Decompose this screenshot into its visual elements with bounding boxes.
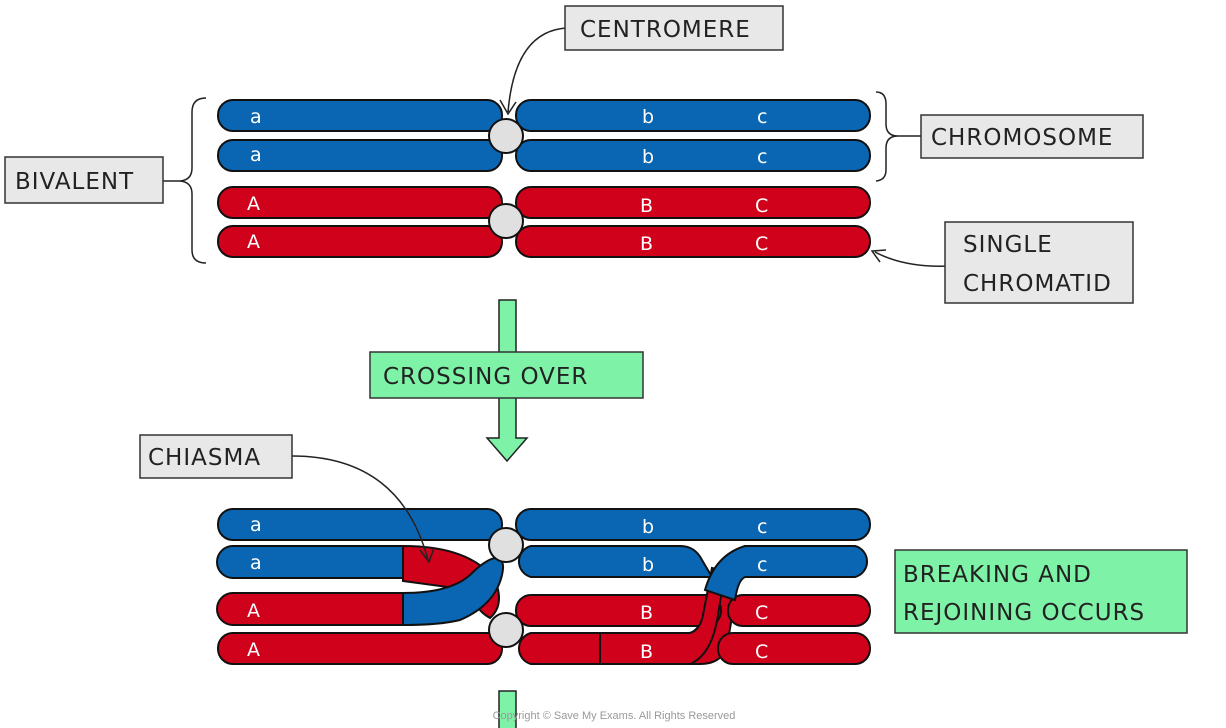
top-bivalent	[217, 99, 871, 258]
chromatid-blue-1-right	[515, 508, 871, 541]
gene-C: C	[755, 233, 768, 255]
gene-a: a	[250, 552, 262, 574]
gene-c: c	[757, 146, 767, 168]
centromere-blue	[488, 527, 524, 563]
chiasma-label: CHIASMA	[139, 434, 293, 479]
svg-text:BREAKING AND: BREAKING AND	[903, 562, 1092, 588]
gene-c: c	[757, 106, 767, 128]
chromatid-red-1-right-c	[727, 594, 871, 627]
centromere-label: CENTROMERE	[564, 5, 784, 51]
gene-C: C	[755, 602, 768, 624]
gene-a: a	[250, 106, 262, 128]
crossover-red-right	[599, 566, 727, 665]
gene-c: c	[757, 554, 767, 576]
gene-b: b	[642, 516, 654, 538]
gene-A: A	[247, 231, 260, 253]
chromatid-blue-1-right	[515, 99, 871, 132]
svg-text:REJOINING OCCURS: REJOINING OCCURS	[903, 600, 1145, 626]
gene-c: c	[757, 516, 767, 538]
single-chromatid-pointer	[870, 249, 951, 267]
crossover-blue-segment	[402, 556, 505, 627]
chromatid-blue-1-left	[217, 99, 503, 132]
gene-a: a	[250, 144, 262, 166]
gene-B: B	[640, 233, 653, 255]
gene-C: C	[755, 195, 768, 217]
chromatid-blue-2-right	[515, 139, 871, 172]
gene-b: b	[642, 106, 654, 128]
chromatid-red-2-right	[515, 225, 871, 258]
gene-A: A	[247, 600, 260, 622]
chromatid-blue-2-right-c	[703, 545, 868, 602]
copyright-text: Copyright © Save My Exams. All Rights Re…	[493, 710, 736, 722]
chromatid-red-1-right-b	[515, 594, 722, 627]
gene-B: B	[640, 602, 653, 624]
chromosome-label: CHROMOSOME	[920, 114, 1144, 159]
centromere-red	[488, 203, 524, 239]
gene-b: b	[642, 146, 654, 168]
gene-A: A	[247, 193, 260, 215]
svg-text:CHROMOSOME: CHROMOSOME	[931, 125, 1113, 151]
chromatid-red-1-left	[217, 186, 503, 219]
chromatid-red-2-right-c	[717, 632, 871, 665]
chromatid-red-1-left	[216, 592, 404, 626]
chromatid-blue-2-left	[216, 545, 404, 579]
centromere-red	[488, 612, 524, 648]
crossing-over-label: CROSSING OVER	[369, 351, 644, 399]
svg-text:CHIASMA: CHIASMA	[148, 445, 261, 471]
chromatid-red-1-right	[515, 186, 871, 219]
gene-b: b	[642, 554, 654, 576]
svg-text:SINGLE: SINGLE	[963, 232, 1053, 258]
gene-B: B	[640, 641, 653, 663]
gene-A: A	[247, 639, 260, 661]
bivalent-bracket	[179, 97, 207, 264]
gene-B: B	[640, 195, 653, 217]
svg-text:BIVALENT: BIVALENT	[15, 169, 134, 195]
chromatid-blue-2-left	[217, 139, 503, 172]
chiasma-pointer	[289, 455, 435, 564]
gene-labels-top: a b c a b c A B C A B C	[247, 106, 768, 255]
svg-text:CHROMATID: CHROMATID	[963, 271, 1112, 297]
bottom-bivalent	[216, 508, 871, 665]
gene-a: a	[250, 514, 262, 536]
centromere-pointer	[499, 27, 569, 116]
next-step-arrow-shaft	[498, 690, 517, 728]
gene-C: C	[755, 641, 768, 663]
chromosome-bracket	[875, 91, 899, 182]
chromatid-blue-2-right	[518, 545, 714, 578]
chromatid-red-2-left	[217, 632, 503, 665]
chromatid-blue-1-left	[217, 508, 503, 541]
gene-labels-bottom: a b c a b c A B C A B C	[247, 514, 768, 663]
chromatid-red-2-left	[217, 225, 503, 258]
breaking-rejoining-label: BREAKING AND REJOINING OCCURS	[894, 549, 1188, 634]
single-chromatid-label: SINGLE CHROMATID	[944, 221, 1134, 304]
centromere-blue	[488, 118, 524, 154]
bivalent-label: BIVALENT	[4, 156, 164, 204]
svg-text:CENTROMERE: CENTROMERE	[580, 17, 751, 43]
svg-text:CROSSING OVER: CROSSING OVER	[383, 364, 588, 390]
